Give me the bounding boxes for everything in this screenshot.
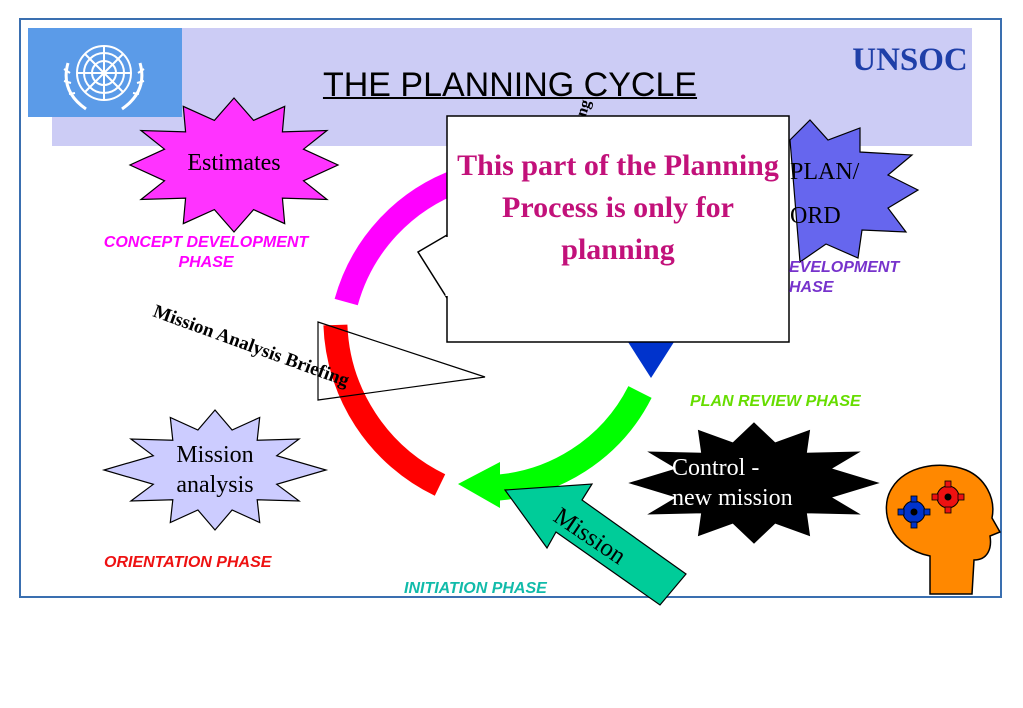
mission-analysis-line2: analysis — [176, 472, 254, 498]
plan-order-label: PLAN/ ORD — [790, 150, 900, 238]
page-title: THE PLANNING CYCLE — [322, 66, 698, 104]
concept-phase-label: CONCEPT DEVELOPMENT PHASE — [66, 233, 346, 273]
plan-order-text: PLAN/ ORD — [790, 159, 860, 229]
mission-analysis-line1: Mission — [176, 442, 254, 468]
concept-phase-line2: PHASE — [178, 254, 234, 271]
cycle-arc-red — [323, 324, 446, 496]
initiation-phase-label: INITIATION PHASE — [404, 580, 547, 597]
orientation-phase-label: ORIENTATION PHASE — [104, 554, 272, 571]
control-line2: new mission — [672, 485, 793, 511]
head-gears-icon — [885, 464, 1002, 595]
estimates-burst — [128, 97, 340, 233]
cycle-arc-green — [489, 385, 652, 501]
callout-text: This part of the Planning Process is onl… — [457, 149, 779, 266]
slide-frame — [19, 18, 1002, 598]
control-line1: Control - — [672, 455, 760, 481]
cycle-arc-magenta — [334, 168, 465, 306]
un-logo-icon — [28, 28, 182, 117]
cycle-arrowhead-green — [458, 462, 500, 508]
mission-analysis-burst — [101, 409, 329, 531]
plan-development-phase-label: EVELOPMENT HASE — [789, 258, 929, 298]
plan-review-phase-label: PLAN REVIEW PHASE — [690, 393, 861, 410]
mission-arrow — [503, 483, 687, 606]
mission-analysis-label: Mission analysis — [135, 440, 295, 500]
briefing-triangle — [317, 321, 486, 401]
plan-dev-phase-line2: HASE — [789, 279, 834, 296]
control-label: Control - new mission — [672, 453, 842, 513]
plan-order-burst — [789, 119, 920, 264]
control-burst — [628, 422, 880, 544]
brand-label: UNSOC — [852, 42, 968, 78]
plan-dev-phase-line1: EVELOPMENT — [789, 259, 900, 276]
mission-analysis-briefing-label: Mission Analysis Briefing — [150, 301, 352, 392]
concept-phase-line1: CONCEPT DEVELOPMENT — [103, 234, 309, 251]
callout-box — [416, 115, 790, 343]
estimates-label: Estimates — [187, 150, 281, 176]
